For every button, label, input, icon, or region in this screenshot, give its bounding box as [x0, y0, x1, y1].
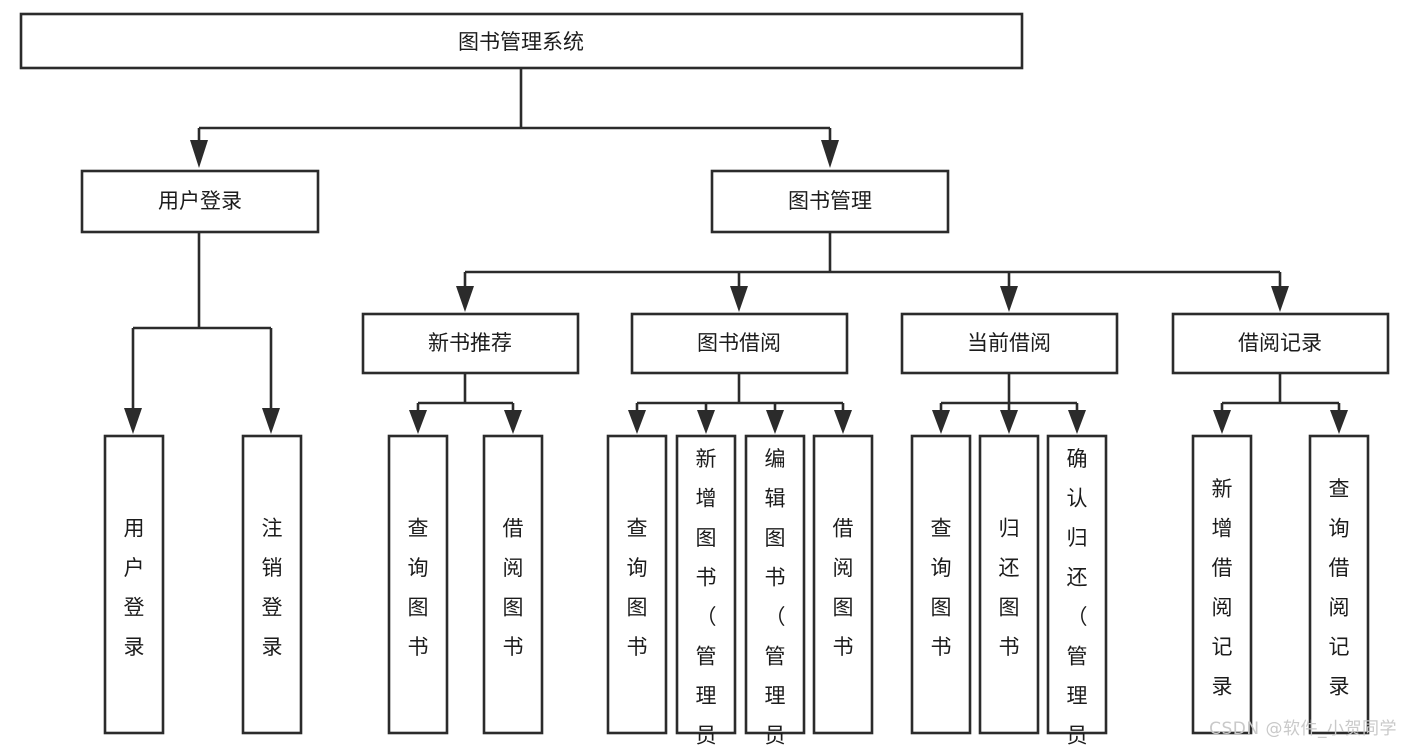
leaf-label-add-book-admin: 新增图书（管理员）: [696, 447, 717, 747]
leaf-node-query-borrow-record[interactable]: 查询借阅记录: [1308, 434, 1370, 735]
arrow-head-icon: [1000, 286, 1018, 312]
node-box[interactable]: [675, 434, 737, 735]
node-new-book-recommend[interactable]: 新书推荐: [361, 312, 580, 375]
leaf-label-edit-book-admin: 编辑图书（管理员）: [765, 447, 786, 747]
arrow-head-icon: [766, 410, 784, 434]
leaf-node-logout-login[interactable]: 注销登录: [241, 434, 303, 735]
node-label-book-management: 图书管理: [788, 189, 872, 213]
node-box[interactable]: [978, 434, 1040, 735]
node-box[interactable]: [812, 434, 874, 735]
leaf-label-add-borrow-record: 新增借阅记录: [1212, 477, 1233, 699]
arrow-head-icon: [190, 140, 208, 168]
arrow-head-icon: [124, 408, 142, 434]
node-box[interactable]: [606, 434, 668, 735]
node-root[interactable]: 图书管理系统: [19, 12, 1024, 70]
node-box[interactable]: [1046, 434, 1108, 735]
node-box[interactable]: [19, 12, 1024, 70]
leaf-label-confirm-return-admin: 确认归还（管理员）: [1067, 447, 1088, 747]
leaf-node-query-book-2[interactable]: 查询图书: [606, 434, 668, 735]
node-box[interactable]: [710, 169, 950, 234]
arrow-head-icon: [456, 286, 474, 312]
node-label-root: 图书管理系统: [458, 30, 584, 54]
arrow-head-icon: [262, 408, 280, 434]
connector-userlogin-to-leaves: [124, 232, 280, 434]
node-box[interactable]: [1308, 434, 1370, 735]
leaf-label-return-book: 归还图书: [999, 517, 1020, 660]
arrow-head-icon: [504, 410, 522, 434]
leaf-label-user-login: 用户登录: [124, 517, 145, 660]
leaf-node-confirm-return-admin[interactable]: 确认归还（管理员）: [1046, 434, 1108, 747]
arrow-head-icon: [409, 410, 427, 434]
connector-newbook-to-leaves: [409, 373, 522, 434]
node-label-book-borrow: 图书借阅: [697, 331, 781, 355]
leaf-label-query-book-3: 查询图书: [931, 517, 952, 660]
arrow-head-icon: [628, 410, 646, 434]
leaf-label-query-borrow-record: 查询借阅记录: [1329, 477, 1350, 699]
node-box[interactable]: [1171, 312, 1390, 375]
connector-currentborrow-to-leaves: [932, 373, 1086, 434]
node-label-current-borrow: 当前借阅: [967, 331, 1051, 355]
arrow-head-icon: [1213, 410, 1231, 434]
leaf-node-query-book-3[interactable]: 查询图书: [910, 434, 972, 735]
node-box[interactable]: [361, 312, 580, 375]
leaf-label-borrow-book-1: 借阅图书: [503, 517, 524, 660]
arrow-head-icon: [932, 410, 950, 434]
node-box[interactable]: [387, 434, 449, 735]
leaf-node-edit-book-admin[interactable]: 编辑图书（管理员）: [744, 434, 806, 747]
connector-borrowrecord-to-leaves: [1213, 373, 1348, 434]
arrow-head-icon: [697, 410, 715, 434]
node-box[interactable]: [744, 434, 806, 735]
node-label-new-book-recommend: 新书推荐: [428, 331, 512, 355]
leaf-node-borrow-book-1[interactable]: 借阅图书: [482, 434, 544, 735]
leaf-node-add-borrow-record[interactable]: 新增借阅记录: [1191, 434, 1253, 735]
node-label-borrow-record: 借阅记录: [1238, 331, 1322, 355]
arrow-head-icon: [1000, 410, 1018, 434]
arrow-head-icon: [730, 286, 748, 312]
leaf-node-add-book-admin[interactable]: 新增图书（管理员）: [675, 434, 737, 747]
connector-root-to-level2: [190, 68, 839, 168]
node-box[interactable]: [900, 312, 1119, 375]
node-box[interactable]: [241, 434, 303, 735]
leaf-label-query-book-1: 查询图书: [408, 517, 429, 660]
node-box[interactable]: [1191, 434, 1253, 735]
node-box[interactable]: [910, 434, 972, 735]
arrow-head-icon: [821, 140, 839, 168]
leaf-node-query-book-1[interactable]: 查询图书: [387, 434, 449, 735]
node-box[interactable]: [630, 312, 849, 375]
leaf-node-borrow-book-2[interactable]: 借阅图书: [812, 434, 874, 735]
connector-bookmgmt-to-level3: [456, 232, 1289, 312]
node-book-borrow[interactable]: 图书借阅: [630, 312, 849, 375]
node-user-login[interactable]: 用户登录: [80, 169, 320, 234]
node-borrow-record[interactable]: 借阅记录: [1171, 312, 1390, 375]
node-box[interactable]: [80, 169, 320, 234]
arrow-head-icon: [1068, 410, 1086, 434]
leaf-label-borrow-book-2: 借阅图书: [833, 517, 854, 660]
leaf-node-return-book[interactable]: 归还图书: [978, 434, 1040, 735]
node-box[interactable]: [482, 434, 544, 735]
arrow-head-icon: [1330, 410, 1348, 434]
arrow-head-icon: [834, 410, 852, 434]
node-current-borrow[interactable]: 当前借阅: [900, 312, 1119, 375]
connector-bookborrow-to-leaves: [628, 373, 852, 434]
node-box[interactable]: [103, 434, 165, 735]
leaf-label-logout-login: 注销登录: [262, 517, 283, 660]
node-book-management[interactable]: 图书管理: [710, 169, 950, 234]
leaf-label-query-book-2: 查询图书: [627, 517, 648, 660]
leaf-node-user-login[interactable]: 用户登录: [103, 434, 165, 735]
arrow-head-icon: [1271, 286, 1289, 312]
node-label-user-login: 用户登录: [158, 189, 242, 213]
